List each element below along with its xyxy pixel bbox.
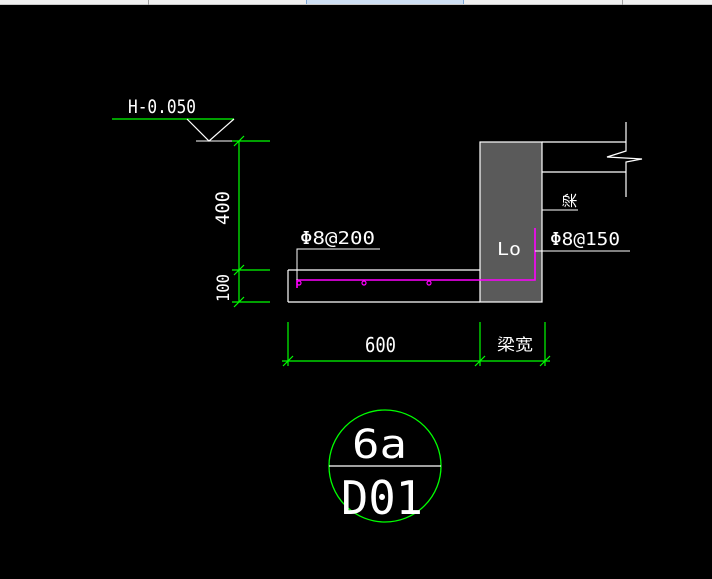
tick-mark (474, 355, 486, 367)
tick-mark (233, 135, 245, 147)
beam-break-lines (542, 122, 643, 197)
anchor-length-label: Lo (497, 239, 521, 260)
elevation-label: H-0.050 (128, 96, 196, 118)
toolbar-divider (148, 0, 149, 5)
detail-bubble[interactable]: 6a D01 (328, 409, 442, 525)
beam-section (479, 141, 543, 303)
tick-mark (282, 355, 294, 367)
rebar-dot (426, 280, 432, 286)
beam-label: 梁 (561, 193, 579, 208)
rebar-dot (296, 280, 302, 286)
tick-mark (539, 355, 551, 367)
rebar-dot (361, 280, 367, 286)
detail-bubble-bottom: D01 (341, 471, 423, 525)
horizontal-dim-slab-label: 600 (365, 333, 396, 357)
toolbar-strip (0, 0, 712, 5)
beam-rebar-label: Φ8@150 (550, 229, 620, 250)
vertical-dim-lower-label: 100 (214, 274, 234, 302)
vertical-dimension (232, 135, 270, 308)
elevation-triangle (186, 118, 235, 142)
toolbar-divider (622, 0, 623, 5)
slab-outline (287, 269, 480, 303)
detail-bubble-top: 6a (352, 422, 407, 468)
horizontal-dimension (282, 322, 551, 367)
tick-mark (233, 264, 245, 276)
elevation-marker: H-0.050 (112, 96, 268, 142)
break-symbol (606, 122, 643, 197)
active-tab[interactable] (306, 0, 464, 4)
horizontal-dim-beam-label: 梁宽 (497, 335, 533, 354)
tick-mark (233, 296, 245, 308)
slab-rebar-label: Φ8@200 (300, 228, 375, 249)
slab-rebar-leader (296, 248, 380, 280)
vertical-dim-upper-label: 400 (212, 191, 234, 225)
